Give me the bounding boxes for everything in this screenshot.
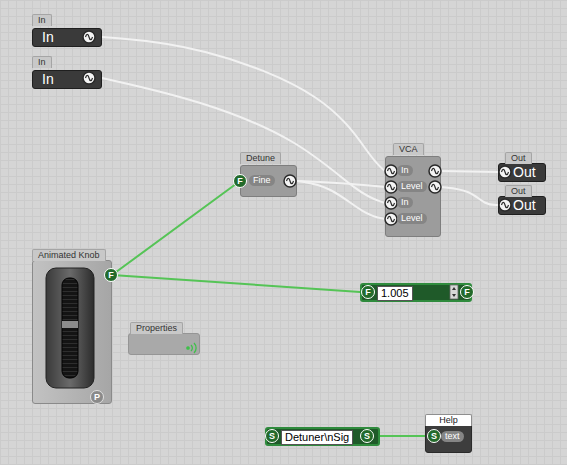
port-letter: F <box>104 268 118 282</box>
data-link <box>112 275 360 292</box>
module-body <box>128 333 200 355</box>
port-letter: S <box>265 429 279 443</box>
wave-port <box>499 166 511 178</box>
module-box: Properties <box>128 319 200 355</box>
audio-wire <box>441 187 498 205</box>
module-title: Detune <box>240 152 281 164</box>
io-name: Out <box>513 196 536 215</box>
wave-port <box>83 31 95 43</box>
wave-port <box>385 213 397 225</box>
knob-graphic <box>46 268 94 388</box>
wave-port <box>385 165 397 177</box>
port-letter: F <box>361 285 375 299</box>
string-value: Detuner\nSig <box>281 430 353 445</box>
port-letter: S <box>427 429 441 443</box>
port-name: Fine <box>249 175 275 186</box>
port-name: Level <box>397 213 427 224</box>
wave-port <box>385 181 397 193</box>
audio-wire <box>102 37 385 171</box>
module-title: Animated Knob <box>32 249 106 261</box>
port-letter: F <box>233 174 247 188</box>
module-title: Properties <box>130 322 183 334</box>
data-link <box>112 181 240 275</box>
data-link <box>380 435 425 437</box>
wave-port <box>284 175 296 187</box>
audio-wire <box>441 171 498 172</box>
port-letter: F <box>460 285 474 299</box>
wave-port <box>499 199 511 211</box>
module-title: VCA <box>393 143 424 155</box>
port-name: In <box>397 165 413 176</box>
port-letter: S <box>360 429 374 443</box>
wave-port <box>429 181 441 193</box>
module-title: Out <box>505 152 532 164</box>
module-title: Help <box>425 414 472 426</box>
module-title: In <box>32 14 52 26</box>
float-value: 1.005 <box>377 286 413 301</box>
wave-port <box>385 197 397 209</box>
wave-port <box>429 165 441 177</box>
audio-wire <box>297 181 385 219</box>
spinner <box>450 285 458 299</box>
signal-icon <box>187 343 196 353</box>
wave-port <box>83 72 95 84</box>
io-name: Out <box>513 163 536 182</box>
module-title: In <box>32 56 52 68</box>
port-name: In <box>397 197 413 208</box>
port-letter: P <box>90 390 104 404</box>
port-name: text <box>441 431 464 442</box>
io-name: In <box>42 28 54 47</box>
module-title: Out <box>505 185 532 197</box>
io-name: In <box>42 70 54 89</box>
port-name: Level <box>397 181 427 192</box>
audio-wire <box>102 78 385 203</box>
